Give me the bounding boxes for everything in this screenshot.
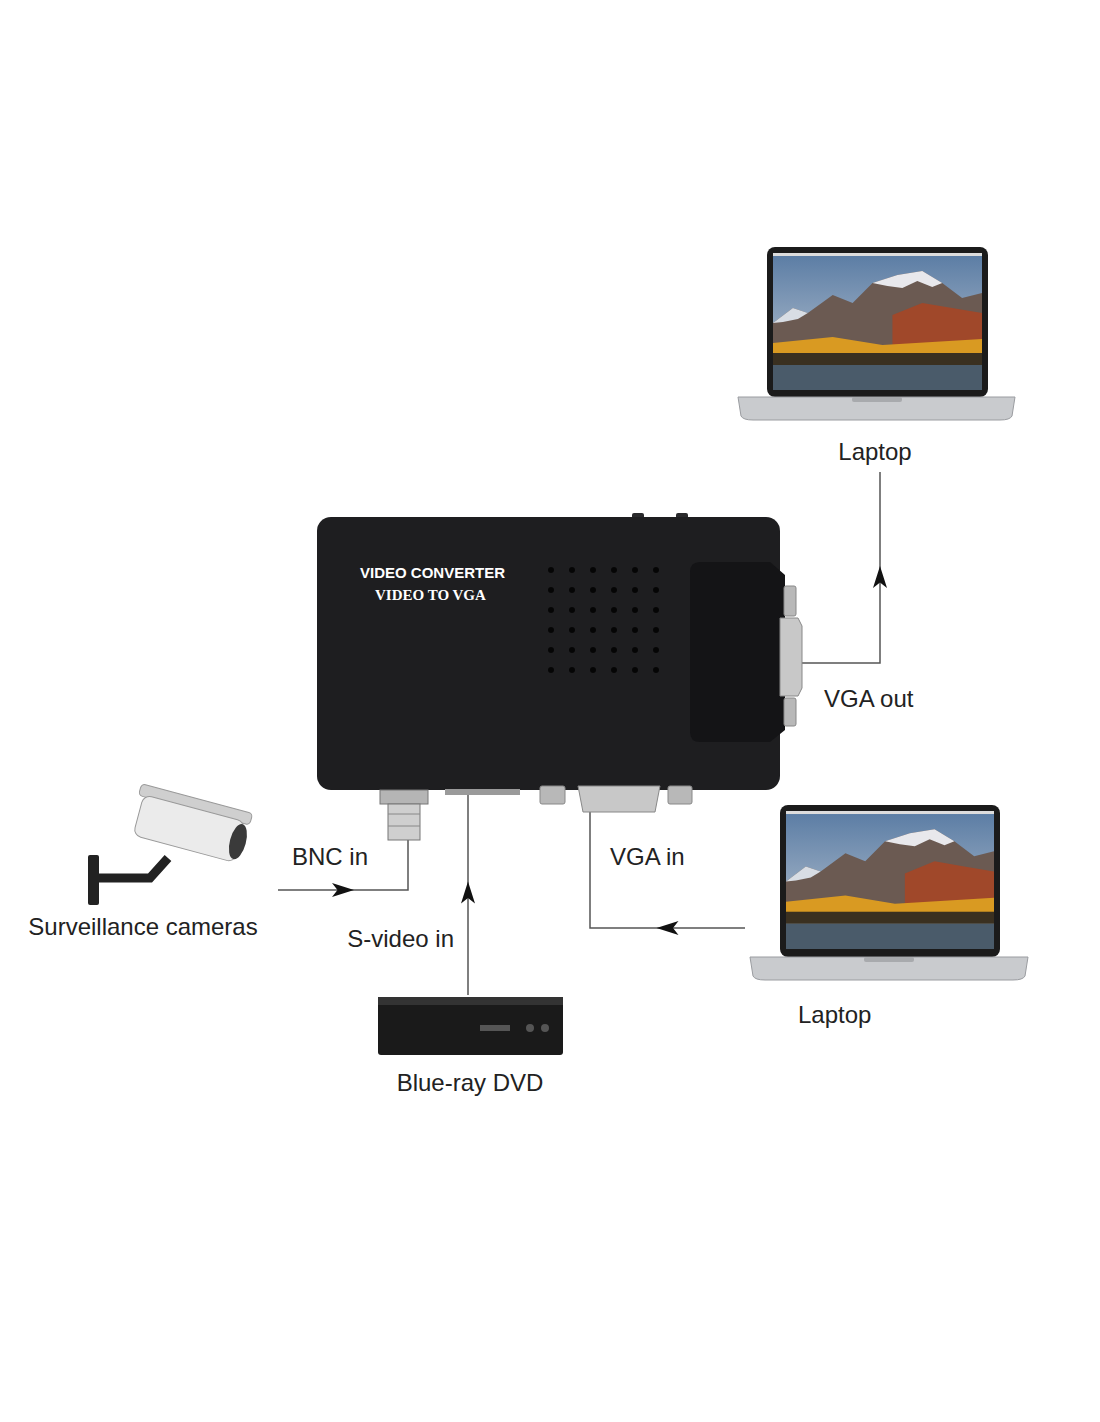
arrow-head bbox=[657, 921, 679, 935]
device-label: Laptop bbox=[798, 1000, 871, 1029]
device-print: VIDEO CONVERTER bbox=[360, 564, 505, 582]
dvd-device: Blue-ray DVD bbox=[370, 995, 574, 1100]
connector-line bbox=[800, 472, 880, 663]
converter-box: VIDEO CONVERTER VIDEO TO VGA bbox=[317, 517, 800, 790]
device-label: Surveillance cameras bbox=[12, 912, 274, 941]
port-label: VGA out bbox=[822, 685, 915, 713]
laptop-illustration bbox=[750, 805, 1028, 980]
device-print: VIDEO TO VGA bbox=[375, 586, 486, 604]
dvd-illustration bbox=[378, 997, 563, 1055]
camera-illustration bbox=[88, 784, 254, 905]
port-label: VGA in bbox=[608, 843, 687, 871]
device-label: Laptop bbox=[730, 437, 1020, 466]
arrow-head bbox=[461, 882, 475, 904]
signal-connector bbox=[461, 790, 475, 995]
signal-connector bbox=[800, 472, 887, 663]
arrow-head bbox=[332, 883, 354, 897]
port-label: S-video in bbox=[345, 925, 456, 953]
camera-device: Surveillance cameras bbox=[12, 795, 278, 947]
port-label: BNC in bbox=[290, 843, 370, 871]
arrow-head bbox=[873, 566, 887, 588]
device-label: Blue-ray DVD bbox=[370, 1068, 570, 1097]
laptop-device: Laptop bbox=[745, 800, 1035, 1035]
laptop-illustration bbox=[738, 247, 1015, 420]
converter-illustration bbox=[317, 513, 802, 840]
laptop-device: Laptop bbox=[730, 240, 1024, 472]
